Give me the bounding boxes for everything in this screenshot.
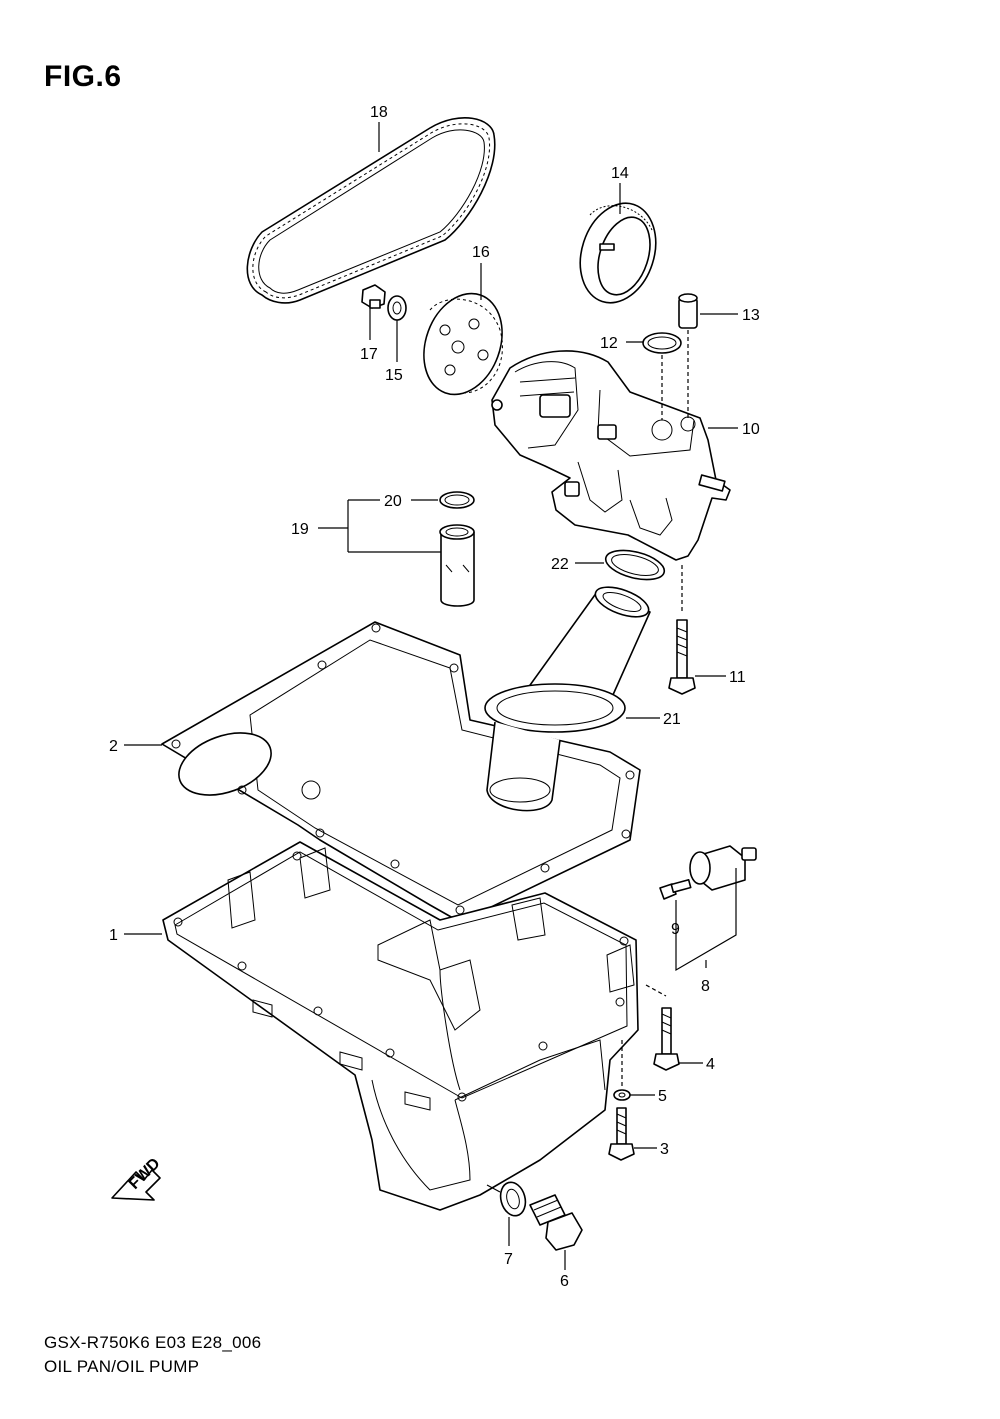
- part-22-o-ring: [604, 549, 666, 581]
- part-2-gasket: [161, 621, 641, 923]
- callout-8: 8: [701, 978, 710, 995]
- callout-9: 9: [671, 921, 680, 938]
- callout-12: 12: [600, 335, 618, 352]
- part-19-tube: [439, 524, 475, 607]
- part-8-sensor: [689, 845, 757, 891]
- part-1-oil-pan: [162, 841, 639, 1211]
- leader-lines: [124, 122, 738, 1270]
- model-code: GSX-R750K6 E03 E28_006: [44, 1333, 262, 1352]
- part-9-bolt: [659, 879, 692, 900]
- figure-caption: OIL PAN/OIL PUMP: [44, 1357, 200, 1376]
- callout-6: 6: [560, 1273, 569, 1290]
- callout-22: 22: [551, 556, 569, 573]
- callout-18: 18: [370, 104, 388, 121]
- callout-2: 2: [109, 738, 118, 755]
- part-11-bolt: [668, 619, 696, 695]
- callout-20: 20: [384, 493, 402, 510]
- callout-5: 5: [658, 1088, 667, 1105]
- part-16-sprocket: [423, 292, 503, 396]
- part-5-washer: [613, 1089, 631, 1101]
- part-18-chain: [246, 116, 496, 304]
- callout-labels: 1 2 3 4 5 6 7 8 9 10 11 12 13 14 15 16 1…: [109, 104, 760, 1290]
- callout-21: 21: [663, 711, 681, 728]
- part-6-drain-plug: [529, 1194, 583, 1251]
- callout-1: 1: [109, 927, 118, 944]
- figure-footer: GSX-R750K6 E03 E28_006 OIL PAN/OIL PUMP: [44, 1331, 261, 1379]
- callout-14: 14: [611, 165, 629, 182]
- part-3-bolt: [608, 1107, 635, 1161]
- part-17-bolt: [361, 284, 386, 309]
- part-14-gear: [579, 202, 657, 304]
- callout-15: 15: [385, 367, 403, 384]
- part-7-washer: [499, 1181, 527, 1217]
- callout-3: 3: [660, 1141, 669, 1158]
- part-12-o-ring: [642, 332, 682, 354]
- part-21-strainer: [484, 586, 651, 812]
- figure-title: FIG.6: [44, 60, 122, 93]
- part-13-dowel: [678, 293, 698, 329]
- part-15-washer: [387, 295, 407, 321]
- callout-11: 11: [729, 669, 746, 686]
- part-4-bolt: [653, 1007, 680, 1071]
- fwd-arrow-icon: FWD: [111, 1155, 164, 1201]
- callout-4: 4: [706, 1056, 715, 1073]
- part-20-o-ring: [439, 491, 475, 509]
- callout-10: 10: [742, 421, 760, 438]
- callout-19: 19: [291, 521, 309, 538]
- callout-13: 13: [742, 307, 760, 324]
- callout-16: 16: [472, 244, 490, 261]
- callout-17: 17: [360, 346, 378, 363]
- callout-7: 7: [504, 1251, 513, 1268]
- part-10-oil-pump: [491, 350, 731, 561]
